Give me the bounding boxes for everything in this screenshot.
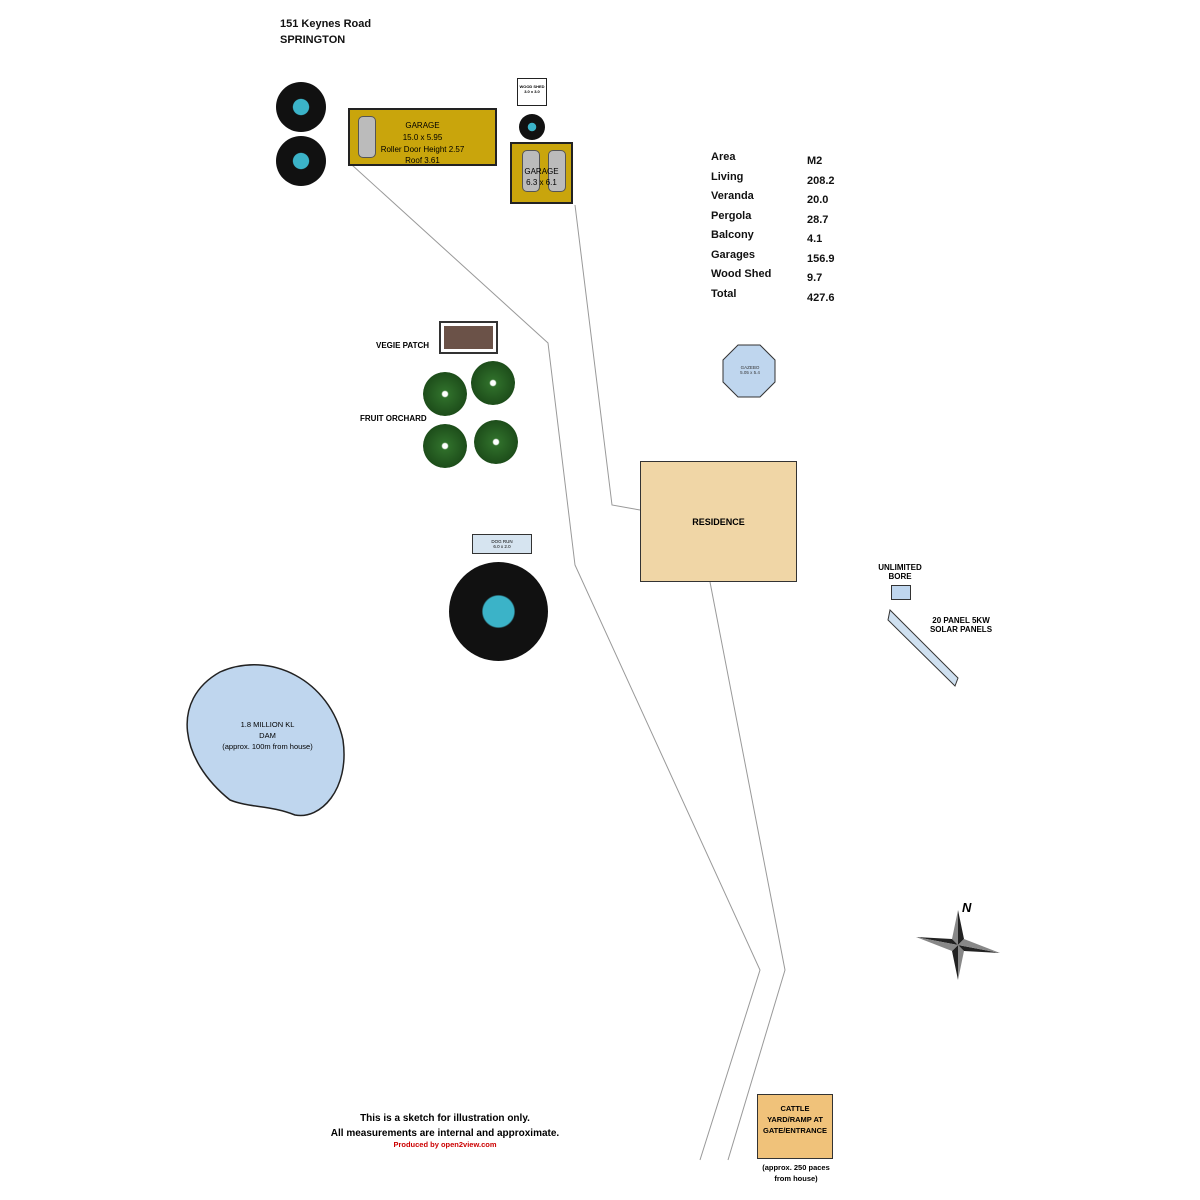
area-header: Area <box>711 151 736 163</box>
rainwater-tank-1 <box>276 82 326 132</box>
tree-icon <box>474 420 518 464</box>
dog-run: DOG RUN 6.0 x 2.0 <box>472 534 532 554</box>
area-row: Living 208.2 <box>711 170 835 190</box>
vegie-patch <box>439 321 498 354</box>
driveway-right <box>574 204 641 511</box>
garage-door: Roller Door Height 2.57 <box>380 145 465 154</box>
tree-icon <box>423 372 467 416</box>
area-row: Veranda 20.0 <box>711 189 835 209</box>
compass-icon <box>916 910 1000 980</box>
area-row: Wood Shed 9.7 <box>711 267 835 287</box>
wood-shed-size: 3.0 x 3.0 <box>524 89 540 94</box>
tree-icon <box>423 424 467 468</box>
area-value: 427.6 <box>807 291 835 304</box>
area-name: Balcony <box>711 229 754 241</box>
car-icon <box>548 150 566 192</box>
garage-main: GARAGE 15.0 x 5.95 Roller Door Height 2.… <box>348 108 497 166</box>
area-value: 20.0 <box>807 194 829 206</box>
rainwater-tank-2 <box>276 136 326 186</box>
disclaimer-2: All measurements are internal and approx… <box>330 1128 560 1139</box>
rainwater-tank-large <box>449 562 548 661</box>
dam-volume: 1.8 MILLION KL <box>240 720 295 729</box>
cattle-yard: CATTLE YARD/RAMP AT GATE/ENTRANCE <box>757 1094 833 1159</box>
solar-label: 20 PANEL 5KW SOLAR PANELS <box>929 616 993 634</box>
area-row: Balcony 4.1 <box>711 228 835 248</box>
area-row: Garages 156.9 <box>711 248 835 268</box>
area-value: 28.7 <box>807 213 829 226</box>
dog-run-title: DOG RUN <box>491 539 513 544</box>
garage-title: GARAGE <box>524 167 559 176</box>
gazebo-title: GAZEBO <box>740 365 760 370</box>
car-icon <box>522 150 540 192</box>
wood-shed-title: WOOD SHED <box>519 84 545 89</box>
vegie-patch-label: VEGIE PATCH <box>376 341 430 350</box>
dog-run-size: 6.0 x 2.0 <box>493 544 511 549</box>
garage-size: 15.0 x 5.95 <box>402 133 443 142</box>
garage-roof: Roof 3.61 <box>405 156 440 165</box>
dam-title: DAM <box>259 731 276 740</box>
garage-second: GARAGE 6.3 x 6.1 <box>510 142 573 204</box>
m2-header: M2 <box>807 155 823 167</box>
dam-label: 1.8 MILLION KL DAM (approx. 100m from ho… <box>200 719 335 752</box>
dam-shape <box>186 664 345 817</box>
area-row: Total 427.6 <box>711 287 835 307</box>
driveway-lower <box>709 581 786 1161</box>
compass-north-label: N <box>962 900 972 915</box>
address: 151 Keynes Road <box>280 18 372 30</box>
gazebo-label: GAZEBO 5.05 x 5.4 <box>731 365 769 375</box>
wood-shed: WOOD SHED 3.0 x 3.0 <box>517 78 547 106</box>
area-value: 9.7 <box>807 272 823 284</box>
area-value: 4.1 <box>807 233 823 245</box>
area-value: 208.2 <box>807 174 835 187</box>
bore <box>891 585 911 600</box>
tree-icon <box>471 361 515 405</box>
area-value: 156.9 <box>807 252 835 265</box>
disclaimer-1: This is a sketch for illustration only. <box>360 1113 530 1124</box>
gazebo-size: 5.05 x 5.4 <box>740 370 760 375</box>
suburb: SPRINGTON <box>280 34 346 46</box>
rainwater-tank-3 <box>519 114 545 140</box>
area-name: Wood Shed <box>711 268 772 280</box>
residence: RESIDENCE <box>640 461 797 582</box>
area-name: Veranda <box>711 190 754 202</box>
area-name: Living <box>711 170 744 183</box>
gazebo-shape <box>722 344 776 398</box>
car-icon <box>358 116 376 158</box>
solar-panels-shape <box>887 608 959 687</box>
address-block: 151 Keynes Road SPRINGTON <box>280 16 371 48</box>
bore-label: UNLIMITED BORE <box>878 563 922 581</box>
driveway-left <box>351 164 761 1161</box>
dam-note: (approx. 100m from house) <box>222 742 313 751</box>
garage-size: 6.3 x 6.1 <box>526 178 557 187</box>
orchard-label: FRUIT ORCHARD <box>360 414 427 423</box>
area-name: Total <box>711 287 737 300</box>
producer-credit: Produced by open2view.com <box>393 1140 497 1149</box>
cattle-note: (approx. 250 paces from house) <box>762 1163 830 1183</box>
garage-title: GARAGE <box>405 121 440 130</box>
footer: This is a sketch for illustration only. … <box>300 1111 590 1149</box>
area-name: Garages <box>711 248 756 261</box>
area-row: Pergola 28.7 <box>711 209 835 229</box>
residence-label: RESIDENCE <box>692 516 745 527</box>
area-name: Pergola <box>711 209 752 222</box>
